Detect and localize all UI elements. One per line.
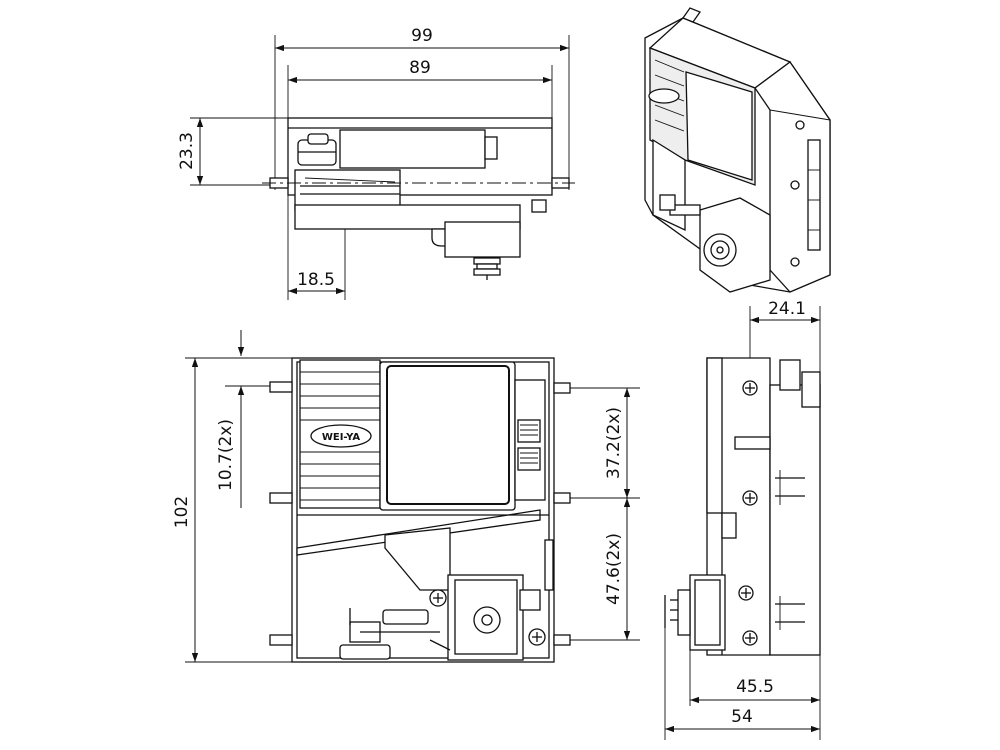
dim-24-1: 24.1 <box>768 299 806 319</box>
isometric-view <box>644 7 831 293</box>
dim-89: 89 <box>409 58 431 78</box>
dim-102: 102 <box>172 496 192 528</box>
logo-text: WEI-YA <box>322 432 361 443</box>
dim-45-5: 45.5 <box>736 677 774 697</box>
dim-47-6: 47.6(2x) <box>604 533 624 605</box>
front-view: WEI-YA <box>172 330 640 663</box>
side-view: 24.1 45.5 54 <box>664 299 821 740</box>
top-view: 99 89 23.3 18.5 <box>177 26 575 300</box>
dim-99: 99 <box>411 26 433 46</box>
dim-54: 54 <box>731 707 753 727</box>
dim-10-7: 10.7(2x) <box>216 419 236 491</box>
dim-23-3: 23.3 <box>177 132 197 170</box>
logo-badge <box>310 424 372 448</box>
dim-37-2: 37.2(2x) <box>604 407 624 479</box>
dim-18-5: 18.5 <box>297 270 335 290</box>
